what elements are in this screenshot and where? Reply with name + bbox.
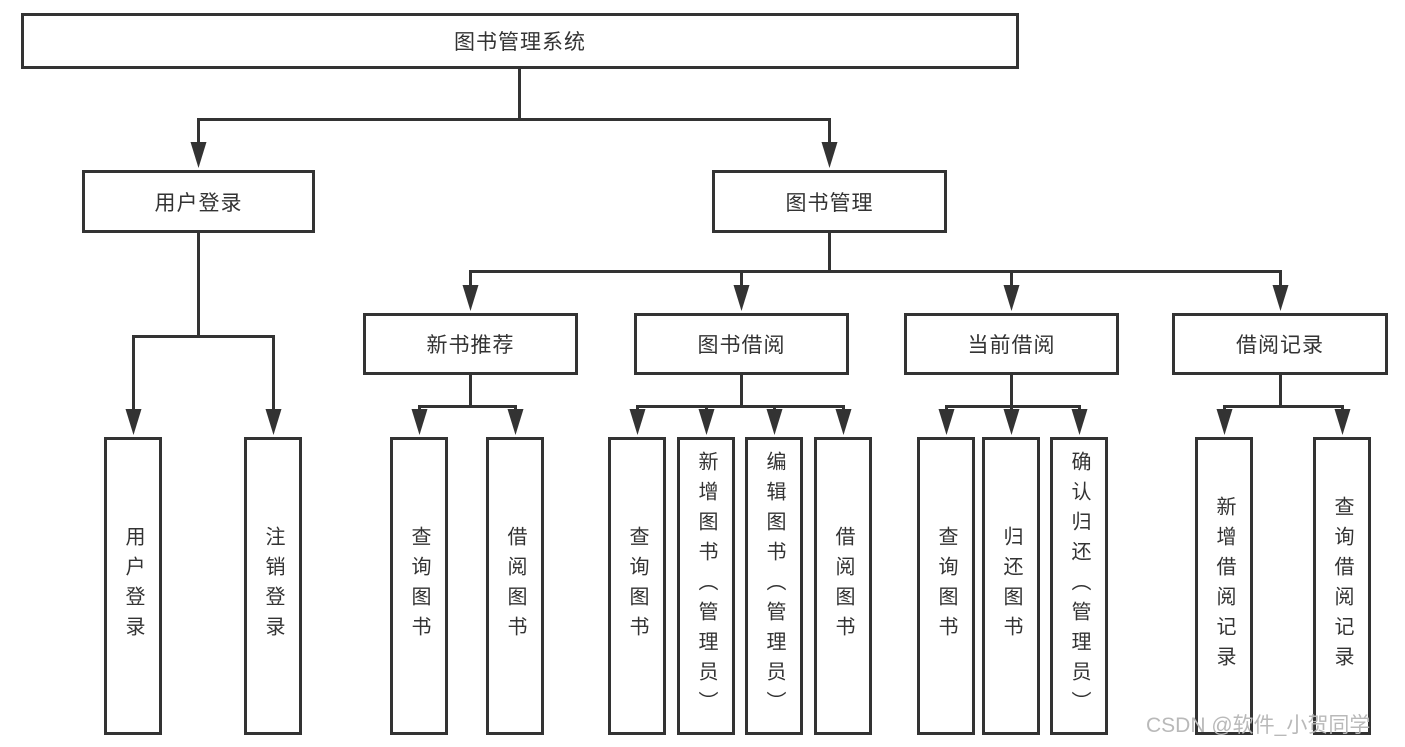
node-user-login-branch: 用户登录: [82, 170, 315, 233]
leaf-query-books-recommend: 查询图书: [390, 437, 448, 735]
arrowhead-icons: [125, 142, 1351, 435]
node-label: 查询图书: [408, 526, 430, 646]
node-label: 查询借阅记录: [1331, 496, 1353, 676]
node-borrowing-records: 借阅记录: [1172, 313, 1388, 375]
leaf-return-books: 归还图书: [982, 437, 1040, 735]
node-label: 图书管理: [785, 191, 874, 215]
node-book-management-branch: 图书管理: [712, 170, 947, 233]
leaf-query-borrow-record: 查询借阅记录: [1313, 437, 1371, 735]
node-new-book-recommendation: 新书推荐: [363, 313, 578, 375]
node-label: 新增借阅记录: [1213, 496, 1235, 676]
node-label: 新书推荐: [426, 334, 515, 357]
node-label: 查询图书: [935, 526, 957, 646]
leaf-logout: 注销登录: [244, 437, 302, 735]
node-label: 确认归还（管理员）: [1068, 451, 1090, 721]
node-label: 用户登录: [154, 191, 243, 215]
leaf-borrow-books: 借阅图书: [814, 437, 872, 735]
leaf-edit-books-admin: 编辑图书（管理员）: [745, 437, 803, 735]
node-current-borrowing: 当前借阅: [904, 313, 1119, 375]
node-root-system: 图书管理系统: [21, 13, 1019, 69]
node-label: 图书管理系统: [454, 31, 586, 54]
leaf-query-books-current: 查询图书: [917, 437, 975, 735]
leaf-add-borrow-record: 新增借阅记录: [1195, 437, 1253, 735]
leaf-borrow-books-recommend: 借阅图书: [486, 437, 544, 735]
node-label: 新增图书（管理员）: [695, 451, 717, 721]
node-label: 借阅图书: [504, 526, 526, 646]
leaf-query-books-borrow: 查询图书: [608, 437, 666, 735]
leaf-user-login: 用户登录: [104, 437, 162, 735]
node-label: 归还图书: [1000, 526, 1022, 646]
node-label: 借阅记录: [1236, 334, 1324, 357]
node-book-borrowing: 图书借阅: [634, 313, 849, 375]
node-label: 借阅图书: [832, 526, 854, 646]
leaf-add-books-admin: 新增图书（管理员）: [677, 437, 735, 735]
node-label: 当前借阅: [967, 334, 1056, 357]
node-label: 图书借阅: [697, 334, 786, 357]
node-label: 注销登录: [262, 526, 284, 646]
csdn-watermark: CSDN @软件_小贺同学: [1146, 714, 1371, 737]
node-label: 编辑图书（管理员）: [763, 451, 785, 721]
node-label: 查询图书: [626, 526, 648, 646]
node-label: 用户登录: [122, 526, 144, 646]
leaf-confirm-return-admin: 确认归还（管理员）: [1050, 437, 1108, 735]
